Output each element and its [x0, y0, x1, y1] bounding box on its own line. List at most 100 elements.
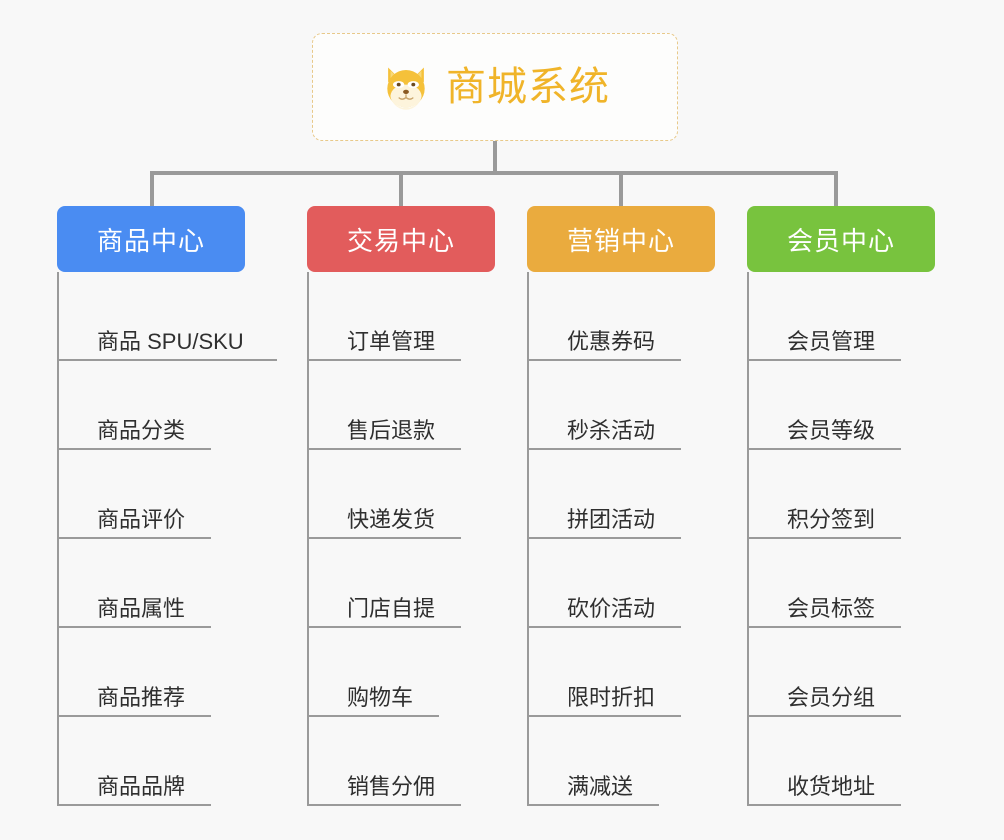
leaf-item-label: 限时折扣: [567, 684, 656, 710]
branch-column-member: 会员中心 会员管理会员等级积分签到会员标签会员分组收货地址: [747, 206, 935, 806]
leaf-item[interactable]: 商品属性: [59, 539, 245, 628]
leaf-item-label: 会员管理: [787, 328, 876, 354]
leaf-item[interactable]: 商品推荐: [59, 628, 245, 717]
leaf-item-underline: [749, 359, 901, 361]
leaf-item-label: 会员分组: [787, 684, 876, 710]
leaf-item-label: 商品评价: [97, 506, 186, 532]
leaf-item-underline: [309, 715, 439, 717]
leaf-item[interactable]: 秒杀活动: [529, 361, 715, 450]
leaf-item-underline: [749, 626, 901, 628]
leaf-item-label: 优惠券码: [567, 328, 656, 354]
leaf-item-label: 商品 SPU/SKU: [97, 328, 244, 354]
leaf-item[interactable]: 优惠券码: [529, 272, 715, 361]
trunk-drop-connector-2: [399, 171, 403, 206]
leaf-item[interactable]: 门店自提: [309, 539, 495, 628]
leaf-group-product: 商品 SPU/SKU 商品分类商品评价商品属性商品推荐商品品牌: [57, 272, 277, 806]
leaf-item-underline: [529, 804, 659, 806]
category-box-member[interactable]: 会员中心: [747, 206, 935, 272]
leaf-item-label: 销售分佣: [347, 773, 436, 799]
leaf-item-underline: [309, 537, 461, 539]
leaf-item-label: 商品推荐: [97, 684, 186, 710]
leaf-item-label: 商品属性: [97, 595, 186, 621]
leaf-item-label: 订单管理: [347, 328, 436, 354]
leaf-item-label: 购物车: [347, 684, 414, 710]
leaf-item[interactable]: 销售分佣: [309, 717, 495, 806]
leaf-item-label: 商品品牌: [97, 773, 186, 799]
leaf-item-label: 拼团活动: [567, 506, 656, 532]
leaf-item-underline: [309, 626, 461, 628]
category-box-marketing[interactable]: 营销中心: [527, 206, 715, 272]
leaf-group-trade: 订单管理售后退款快递发货门店自提购物车销售分佣: [307, 272, 495, 806]
leaf-item-underline: [529, 359, 681, 361]
category-label: 交易中心: [346, 225, 455, 256]
branch-vertical-connector: [57, 272, 59, 806]
leaf-item[interactable]: 限时折扣: [529, 628, 715, 717]
leaf-item[interactable]: 商品品牌: [59, 717, 245, 806]
leaf-item-label: 会员标签: [787, 595, 876, 621]
leaf-item-underline: [749, 715, 901, 717]
leaf-item-underline: [749, 448, 901, 450]
trunk-drop-connector-1: [150, 171, 154, 206]
trunk-horizontal-connector: [150, 171, 838, 175]
leaf-item[interactable]: 积分签到: [749, 450, 935, 539]
leaf-item-label: 快递发货: [347, 506, 436, 532]
leaf-item[interactable]: 购物车: [309, 628, 495, 717]
leaf-item-label: 收货地址: [787, 773, 876, 799]
leaf-item-underline: [529, 537, 681, 539]
leaf-item[interactable]: 商品 SPU/SKU: [59, 272, 277, 361]
leaf-item-label: 会员等级: [787, 417, 876, 443]
leaf-item-underline: [59, 359, 277, 361]
leaf-item[interactable]: 拼团活动: [529, 450, 715, 539]
leaf-item[interactable]: 收货地址: [749, 717, 935, 806]
leaf-item-label: 砍价活动: [567, 595, 656, 621]
leaf-item-underline: [309, 804, 461, 806]
leaf-item-underline: [309, 359, 461, 361]
branch-column-product: 商品中心 商品 SPU/SKU 商品分类商品评价商品属性商品推荐商品品牌: [57, 206, 277, 806]
category-box-trade[interactable]: 交易中心: [307, 206, 495, 272]
trunk-stem-connector: [493, 141, 497, 173]
leaf-item-underline: [59, 715, 211, 717]
leaf-item[interactable]: 快递发货: [309, 450, 495, 539]
leaf-item-underline: [59, 537, 211, 539]
leaf-item-label: 售后退款: [347, 417, 436, 443]
leaf-item-label: 商品分类: [97, 417, 186, 443]
branch-column-trade: 交易中心 订单管理售后退款快递发货门店自提购物车销售分佣: [307, 206, 495, 806]
category-label: 会员中心: [786, 225, 895, 256]
leaf-item-underline: [59, 448, 211, 450]
branch-vertical-connector: [527, 272, 529, 806]
category-label: 营销中心: [566, 225, 675, 256]
leaf-item[interactable]: 会员标签: [749, 539, 935, 628]
leaf-group-marketing: 优惠券码秒杀活动拼团活动砍价活动限时折扣满减送: [527, 272, 715, 806]
root-node[interactable]: 商城系统: [312, 33, 678, 141]
leaf-item-label: 秒杀活动: [567, 417, 656, 443]
leaf-item[interactable]: 砍价活动: [529, 539, 715, 628]
leaf-item-underline: [529, 626, 681, 628]
leaf-item[interactable]: 订单管理: [309, 272, 495, 361]
leaf-item[interactable]: 会员等级: [749, 361, 935, 450]
leaf-item[interactable]: 商品分类: [59, 361, 245, 450]
trunk-drop-connector-3: [619, 171, 623, 206]
leaf-item-underline: [59, 626, 211, 628]
leaf-item-underline: [59, 804, 211, 806]
leaf-item-label: 门店自提: [347, 595, 436, 621]
category-box-product[interactable]: 商品中心: [57, 206, 245, 272]
leaf-item-underline: [529, 448, 681, 450]
category-label: 商品中心: [96, 225, 205, 256]
trunk-drop-connector-4: [834, 171, 838, 206]
leaf-item[interactable]: 满减送: [529, 717, 715, 806]
leaf-item-label: 满减送: [567, 773, 634, 799]
leaf-item-underline: [749, 537, 901, 539]
shiba-inu-dog-face-icon: [387, 67, 425, 110]
leaf-item-underline: [749, 804, 901, 806]
leaf-item-label: 积分签到: [787, 506, 876, 532]
leaf-item[interactable]: 会员管理: [749, 272, 935, 361]
leaf-item[interactable]: 售后退款: [309, 361, 495, 450]
leaf-item-underline: [309, 448, 461, 450]
leaf-item[interactable]: 商品评价: [59, 450, 245, 539]
branch-vertical-connector: [307, 272, 309, 806]
leaf-group-member: 会员管理会员等级积分签到会员标签会员分组收货地址: [747, 272, 935, 806]
leaf-item[interactable]: 会员分组: [749, 628, 935, 717]
root-title: 商城系统: [446, 65, 610, 109]
branch-column-marketing: 营销中心 优惠券码秒杀活动拼团活动砍价活动限时折扣满减送: [527, 206, 715, 806]
